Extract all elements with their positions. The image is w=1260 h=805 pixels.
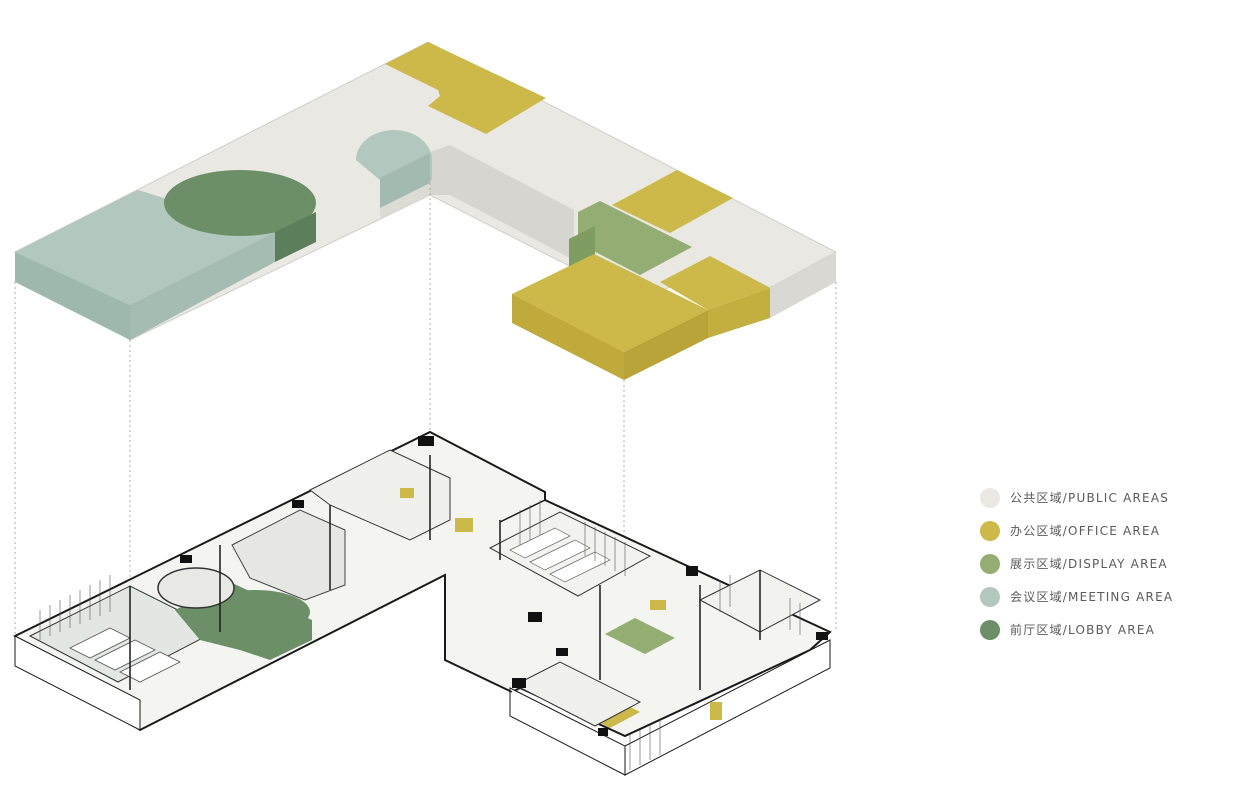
legend-label-lobby: 前厅区域/LOBBY AREA [1010,623,1156,637]
office-area-right-1 [612,170,733,233]
office-area-front-2 [512,294,624,380]
plan-round-room [157,567,235,609]
plan-lobby-ellipse [200,590,310,634]
floor-base-front [14,635,141,731]
office-area-top-3 [660,256,770,310]
meeting-area-right [130,232,275,340]
legend-label-office: 办公区域/OFFICE AREA [1010,524,1161,538]
plan-office-patch-4 [650,600,666,610]
office-area-top-2 [512,254,708,352]
office-area-right-2 [624,310,708,380]
lobby-area-side [275,212,316,262]
swatch-office [980,520,1000,541]
swatch-display [980,553,1000,574]
legend-label-meeting: 会议区域/MEETING AREA [1010,590,1174,604]
swatch-meeting [980,586,1000,607]
zoning-mass [14,41,838,380]
meeting-area-front [15,252,130,340]
partition-walls [129,455,761,693]
legend-label-public: 公共区域/PUBLIC AREAS [1010,491,1170,505]
plan-display-area [605,618,675,654]
meeting-tables [69,627,181,683]
legend-item-display: 展示区域/DISPLAY AREA [980,547,1250,580]
public-area-side [770,252,836,318]
structural-columns [180,436,828,736]
swatch-public [980,487,1000,508]
plan-office-patch-3 [710,702,722,720]
plan-lower-rooms [513,661,642,727]
meeting-circle-side [380,153,430,208]
office-area-right-3 [708,288,770,338]
workstation-desks [509,527,611,583]
plan-office-patch-2 [455,518,473,532]
floor-plan [13,430,832,776]
display-area-top [578,201,692,275]
swatch-lobby [980,619,1000,640]
legend: 公共区域/PUBLIC AREAS 办公区域/OFFICE AREA 展示区域/… [980,481,1250,646]
office-area-top-1 [385,42,546,134]
legend-item-public: 公共区域/PUBLIC AREAS [980,481,1250,514]
lobby-area-top [164,170,316,236]
legend-item-meeting: 会议区域/MEETING AREA [980,580,1250,613]
legend-item-office: 办公区域/OFFICE AREA [980,514,1250,547]
public-area-inner-side-2 [430,145,574,260]
floor-base-right-2 [624,639,831,776]
plan-office-patch-1 [400,488,414,498]
legend-item-lobby: 前厅区域/LOBBY AREA [980,613,1250,646]
wall-slats [39,500,801,770]
public-area-inner-side [380,183,430,219]
legend-label-display: 展示区域/DISPLAY AREA [1010,557,1168,571]
plan-public-lounge [231,509,346,601]
